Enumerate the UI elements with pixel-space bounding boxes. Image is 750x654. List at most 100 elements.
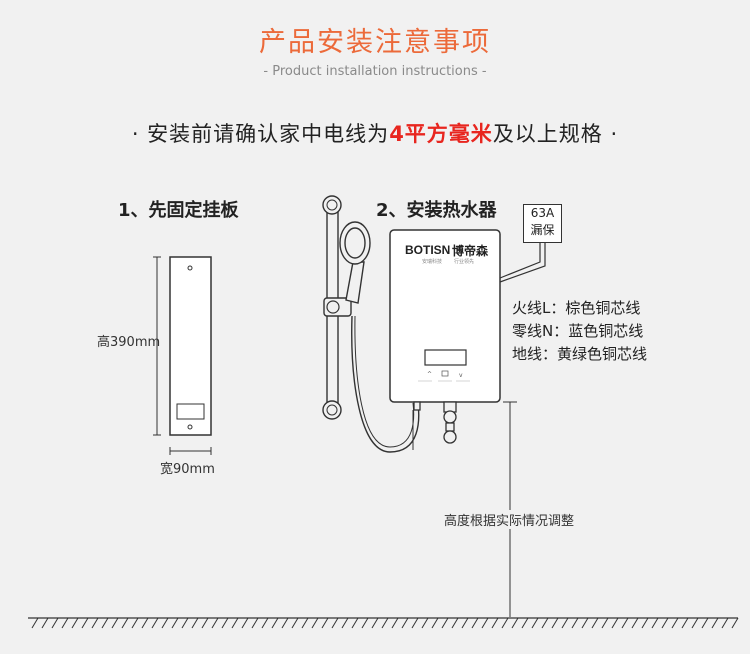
hatch-mark (561, 617, 569, 629)
hatch-mark (721, 617, 729, 629)
shower-head (339, 221, 371, 304)
hatch-mark (451, 617, 459, 629)
hatch-mark (81, 617, 89, 629)
hatch-mark (691, 617, 699, 629)
hatch-mark (591, 617, 599, 629)
hatch-mark (281, 617, 289, 629)
hatch-mark (191, 617, 199, 629)
notice-highlight: 4平方毫米 (389, 122, 493, 146)
hatch-mark (731, 617, 739, 629)
hatch-mark (371, 617, 379, 629)
hatch-mark (531, 617, 539, 629)
hatch-mark (421, 617, 429, 629)
height-dimension (412, 401, 517, 617)
hatch-mark (91, 617, 99, 629)
hatch-mark (301, 617, 309, 629)
hatch-mark (601, 617, 609, 629)
hatch-mark (151, 617, 159, 629)
hatch-mark (501, 617, 509, 629)
heater-pipes (413, 401, 457, 444)
hatch-mark (701, 617, 709, 629)
hatch-mark (201, 617, 209, 629)
wire-neutral-label: 零线N：蓝色铜芯线 (512, 322, 644, 340)
hatch-mark (571, 617, 579, 629)
floor-hatching (31, 617, 739, 629)
brand-logo-cn: 博帝森 (452, 244, 489, 258)
hatch-mark (671, 617, 679, 629)
hatch-mark (111, 617, 119, 629)
hatch-mark (241, 617, 249, 629)
hatch-mark (101, 617, 109, 629)
hatch-mark (411, 617, 419, 629)
hatch-mark (351, 617, 359, 629)
hatch-mark (51, 617, 59, 629)
hatch-mark (431, 617, 439, 629)
height-adjust-note: 高度根据实际情况调整 (442, 510, 577, 529)
plate-width-label: 宽90mm (160, 462, 215, 477)
hatch-mark (471, 617, 479, 629)
hatch-mark (521, 617, 529, 629)
slogan-right: 行业领先 (454, 259, 475, 265)
power-wire (499, 241, 546, 283)
wire-earth-label: 地线：黄绿色铜芯线 (512, 345, 648, 363)
svg-text:v: v (459, 372, 463, 379)
water-heater: ^ v (389, 229, 501, 403)
hatch-mark (61, 617, 69, 629)
hatch-mark (611, 617, 619, 629)
hatch-mark (311, 617, 319, 629)
hatch-mark (491, 617, 499, 629)
hatch-mark (651, 617, 659, 629)
hatch-mark (361, 617, 369, 629)
notice-prefix: · 安装前请确认家中电线为 (131, 122, 390, 146)
hatch-mark (541, 617, 549, 629)
plate-height-dimension (153, 256, 161, 436)
wire-spec-notice: · 安装前请确认家中电线为4平方毫米及以上规格 · (0, 118, 750, 148)
plate-height-label: 高390mm (97, 335, 161, 350)
hatch-mark (231, 617, 239, 629)
wire-live-label: 火线L：棕色铜芯线 (512, 299, 641, 317)
hatch-mark (461, 617, 469, 629)
hatch-mark (71, 617, 79, 629)
hatch-mark (511, 617, 519, 629)
hatch-mark (641, 617, 649, 629)
leakage-breaker-box: 63A 漏保 (523, 204, 562, 243)
hatch-mark (41, 617, 49, 629)
hatch-mark (271, 617, 279, 629)
hatch-mark (441, 617, 449, 629)
hatch-mark (631, 617, 639, 629)
hatch-mark (31, 617, 39, 629)
hatch-mark (621, 617, 629, 629)
hatch-mark (141, 617, 149, 629)
hatch-mark (401, 617, 409, 629)
breaker-rating: 63A (530, 206, 555, 220)
brand-logo-en: BOTISN (405, 243, 451, 257)
page-title: 产品安装注意事项 (259, 27, 491, 58)
mounting-plate (169, 256, 212, 436)
breaker-type: 漏保 (530, 223, 555, 237)
step1-title: 1、先固定挂板 (118, 200, 239, 221)
hatch-mark (131, 617, 139, 629)
hatch-mark (121, 617, 129, 629)
hatch-mark (171, 617, 179, 629)
hatch-mark (321, 617, 329, 629)
slogan-left: 安瑞科技 (422, 259, 443, 265)
hatch-mark (581, 617, 589, 629)
hatch-mark (161, 617, 169, 629)
hatch-mark (391, 617, 399, 629)
hatch-mark (261, 617, 269, 629)
hatch-mark (331, 617, 339, 629)
svg-text:^: ^ (427, 371, 432, 378)
hatch-mark (681, 617, 689, 629)
plate-width-dimension (169, 447, 212, 455)
step2-title: 2、安装热水器 (376, 200, 497, 221)
hatch-mark (711, 617, 719, 629)
hatch-mark (381, 617, 389, 629)
hatch-mark (221, 617, 229, 629)
notice-suffix: 及以上规格 · (492, 122, 619, 146)
hatch-mark (661, 617, 669, 629)
hatch-mark (251, 617, 259, 629)
hatch-mark (181, 617, 189, 629)
hatch-mark (291, 617, 299, 629)
page-subtitle: - Product installation instructions - (263, 64, 487, 79)
